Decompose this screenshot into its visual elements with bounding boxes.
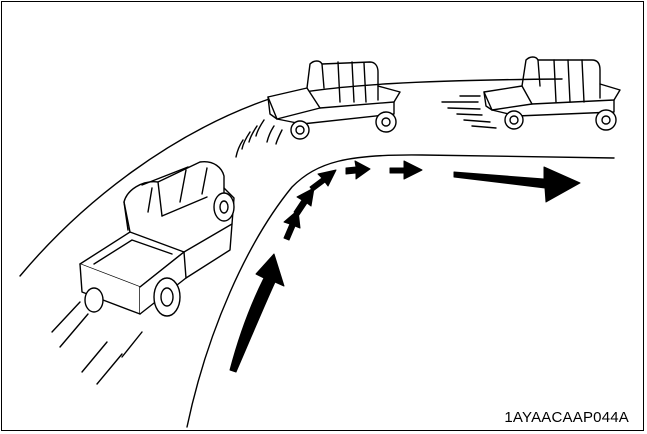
- vehicle-front: [52, 162, 234, 384]
- turn-arrow-main: [230, 254, 284, 372]
- turn-arrow-5: [390, 161, 422, 179]
- vehicle-rear: [442, 57, 620, 130]
- turn-arrow-2: [294, 188, 314, 215]
- figure-id-label: 1AYAACAAP044A: [504, 409, 629, 426]
- turn-arrow-4: [346, 161, 370, 179]
- turn-arrow-6: [454, 167, 580, 202]
- vehicle-middle: [236, 61, 400, 157]
- turn-arrow-3: [310, 170, 336, 191]
